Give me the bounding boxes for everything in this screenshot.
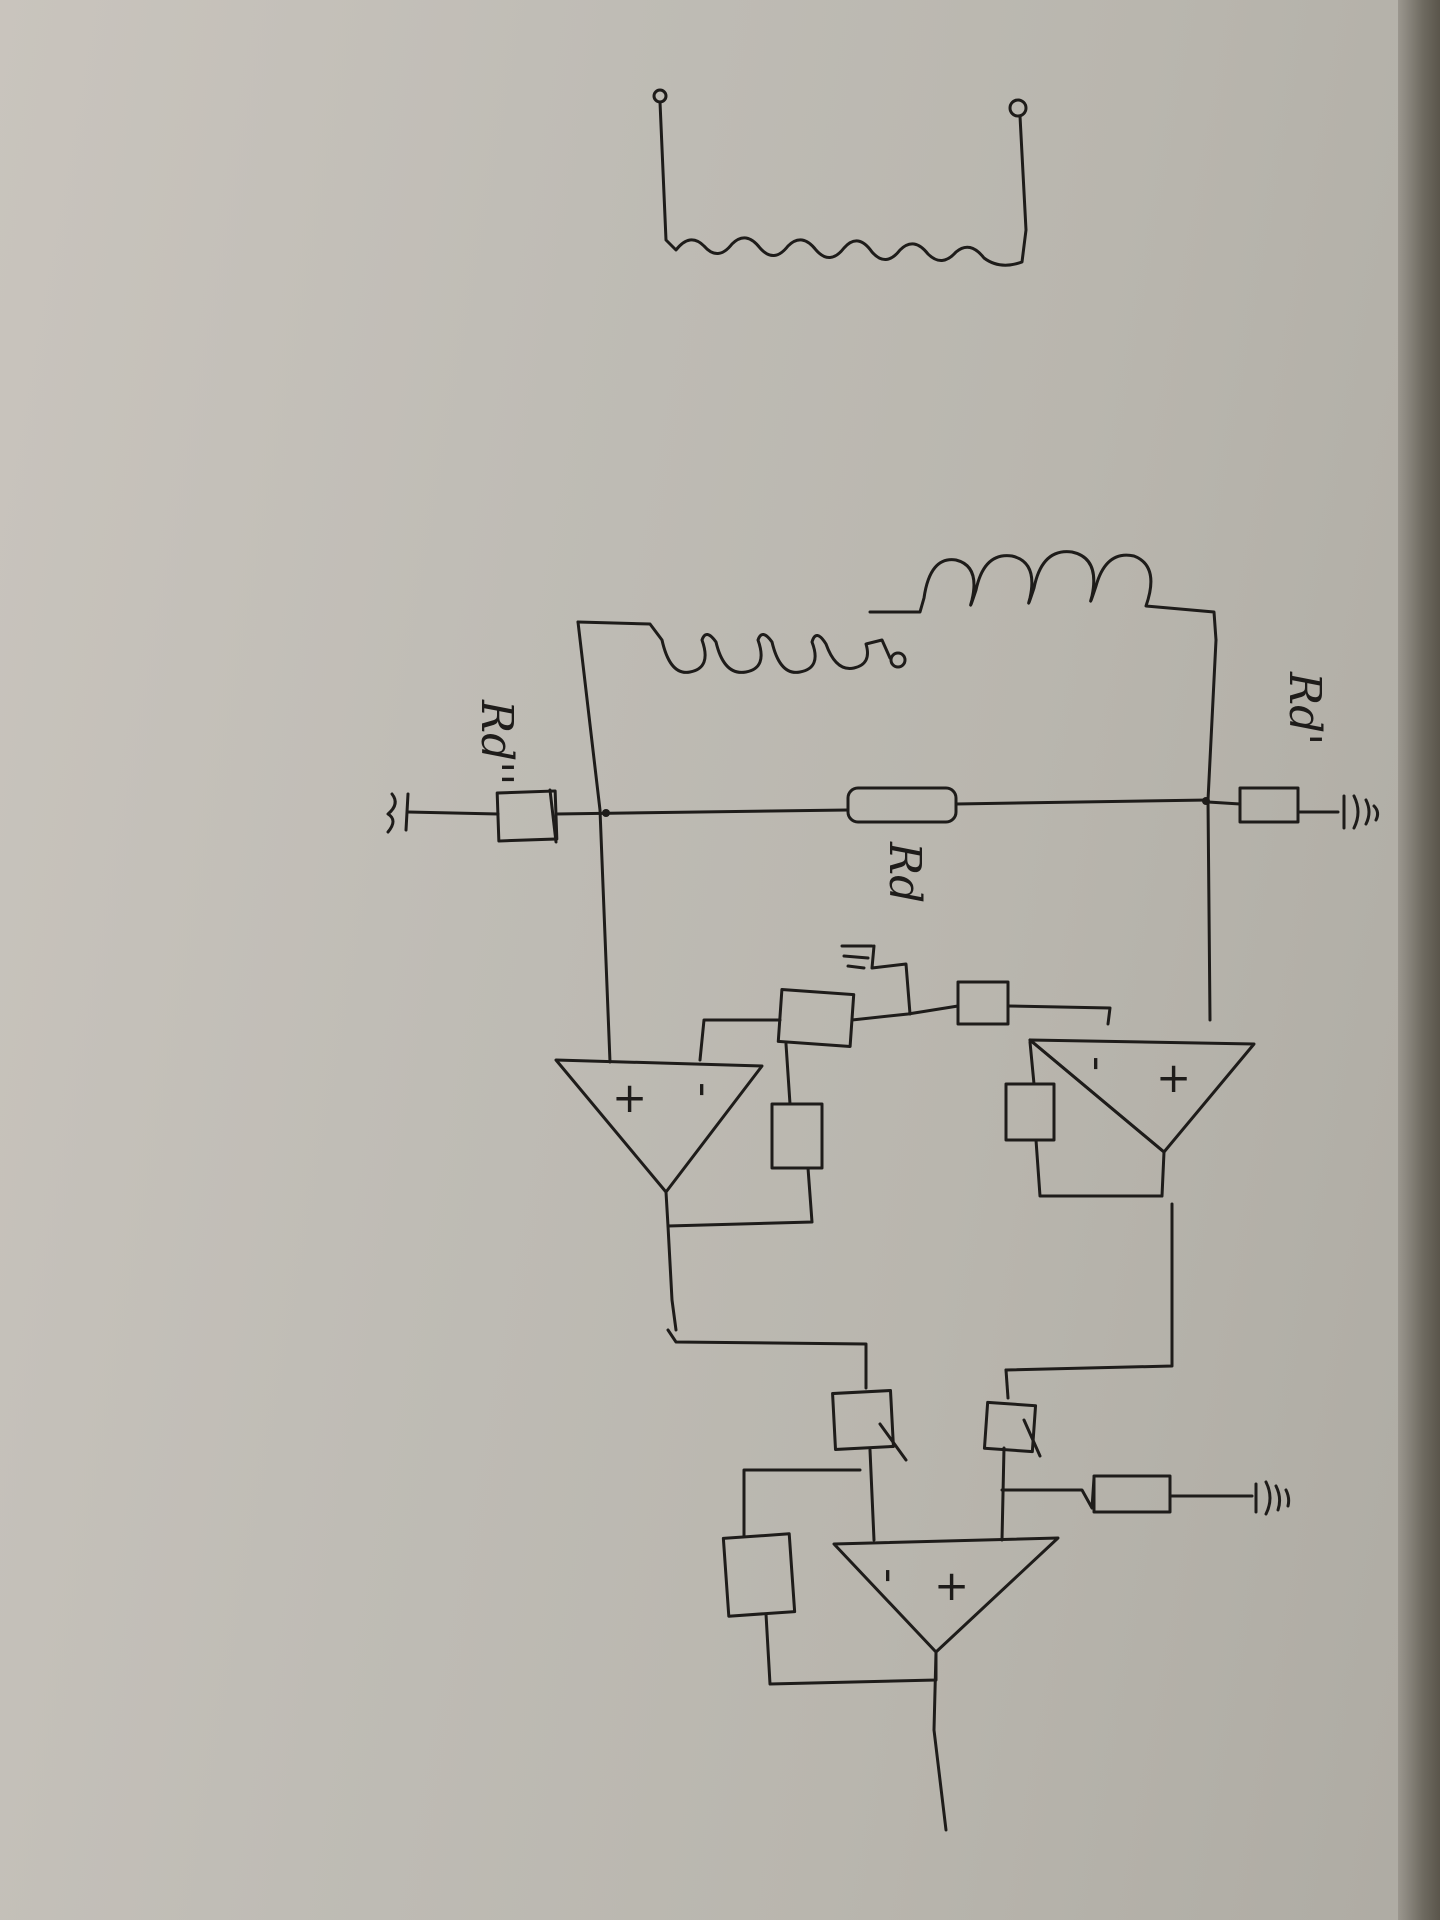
top-resistor-sketch — [652, 88, 1028, 267]
label-rd-left: Rd'' — [471, 699, 522, 786]
terminal-right — [1008, 98, 1028, 118]
resistor-fb-output — [721, 1532, 797, 1618]
output-stage: - + — [666, 1328, 1291, 1832]
opamp-output-minus: - — [866, 1568, 915, 1583]
opamp-right-diag — [1028, 1038, 1166, 1154]
paper-edge — [1398, 0, 1440, 1920]
resistor-fb-right — [1004, 1082, 1056, 1142]
opamp-output-body — [832, 1536, 1060, 1654]
wire-left-vertical — [576, 620, 612, 1064]
wire-diff-ref — [1000, 1476, 1096, 1510]
coil-tap — [889, 651, 907, 669]
wire-right-vertical — [1206, 638, 1218, 1022]
wire-left-fb-top — [784, 1042, 792, 1106]
wire-diff-right-top — [1004, 1368, 1010, 1400]
resistor-diff-right — [982, 1400, 1038, 1454]
opamp-left-body — [554, 1058, 764, 1194]
wire-left-out — [666, 1224, 678, 1332]
resistor-rail: Rd'' Rd Rd' — [386, 671, 1380, 903]
coil-branch — [576, 550, 1218, 1064]
opamp-left-plus: + — [612, 1073, 647, 1122]
wire-right-out — [1004, 1202, 1174, 1372]
resistor-diff-left — [831, 1389, 895, 1451]
wire-diff-left-down — [868, 1448, 876, 1542]
ground-mid-wire — [870, 944, 912, 1016]
ground-mid-symbol — [840, 944, 874, 970]
wire-rail-right — [954, 798, 1210, 806]
wire-rd-left-in — [406, 810, 500, 816]
wire-out-left-to-diff — [666, 1328, 868, 1390]
resistor-rd-left — [495, 789, 559, 843]
node-left — [602, 809, 610, 817]
wire-rd-right-in — [1206, 800, 1242, 806]
coil-left — [576, 620, 892, 674]
ground-right-symbol — [1342, 794, 1380, 830]
wire-gain-right — [1006, 1004, 1112, 1026]
resistor-diff-right-tail — [1022, 1418, 1042, 1458]
opamp-right-plus: + — [1156, 1053, 1191, 1102]
resistor-rd-mid — [846, 786, 958, 824]
wire-right-fb-bottom — [1034, 1138, 1166, 1198]
terminal-left — [652, 88, 668, 104]
resistor-gain-left — [776, 988, 856, 1048]
ground-left-symbol — [386, 792, 397, 834]
wire-right-fb-top — [1028, 1040, 1036, 1086]
resistor-rd-right — [1238, 786, 1300, 824]
resistor-diff-ground — [1092, 1474, 1172, 1514]
wire-diff-right-down — [1000, 1446, 1006, 1542]
resistor-rd-left-plate — [548, 788, 558, 844]
wire-fb-out-top — [742, 1468, 862, 1538]
opamp-output-plus: + — [934, 1561, 969, 1610]
coil-right — [868, 550, 1218, 642]
input-stage: + - - + — [554, 944, 1256, 1372]
top-resistor-wire — [658, 100, 1028, 267]
resistor-fb-left — [770, 1102, 824, 1170]
opamp-right-minus: - — [1074, 1056, 1123, 1071]
ground-bottom-symbol — [1254, 1480, 1291, 1516]
resistor-gain-right — [956, 980, 1010, 1026]
wire-left-fb-bottom — [664, 1166, 814, 1228]
opamp-left-minus: - — [680, 1082, 729, 1097]
wire-output-lead — [932, 1650, 948, 1832]
label-rd-mid: Rd — [879, 841, 930, 903]
wire-gain-left — [698, 1018, 782, 1062]
resistor-diff-left-tail — [878, 1422, 908, 1462]
wire-gain-mid — [850, 1004, 960, 1022]
label-rd-right: Rd' — [1279, 671, 1330, 745]
